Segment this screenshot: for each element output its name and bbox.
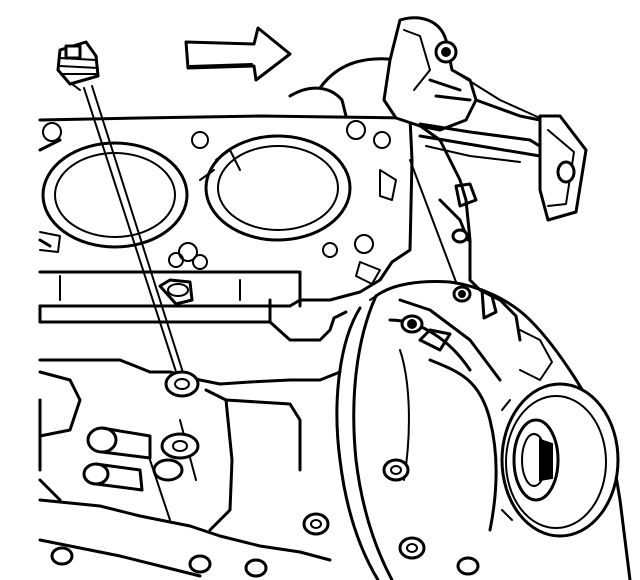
engine-block-deck: [38, 114, 414, 308]
engine-block-side: [38, 118, 472, 578]
direction-arrow-icon: [184, 26, 292, 82]
plug-icon: [56, 40, 100, 91]
accessory-bracket: [288, 16, 588, 342]
crank-pulley: [500, 382, 620, 538]
